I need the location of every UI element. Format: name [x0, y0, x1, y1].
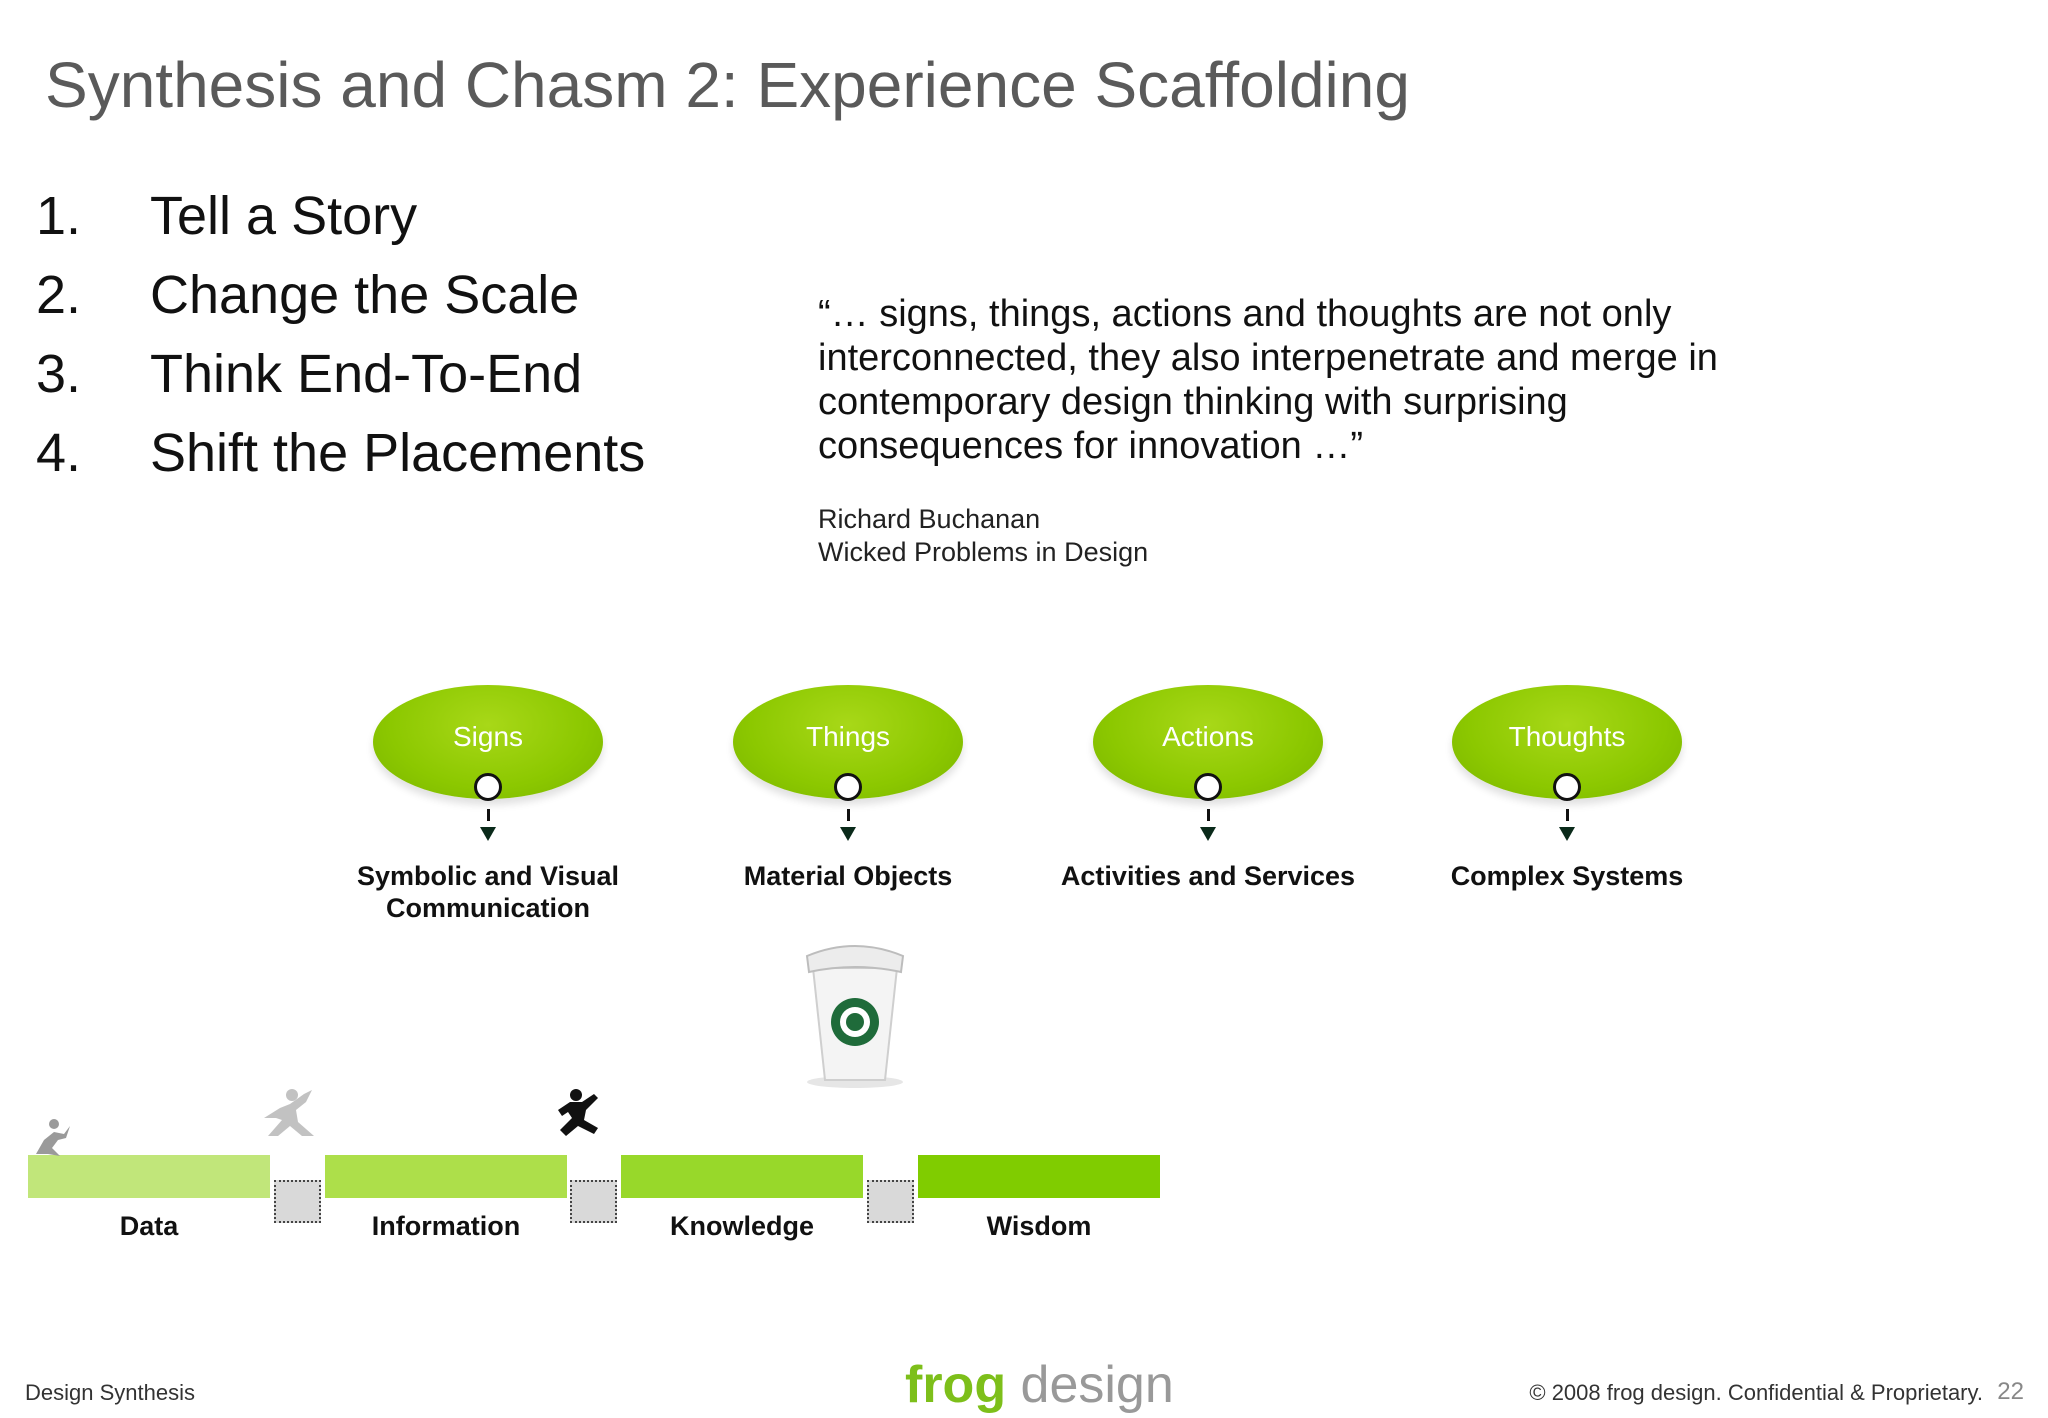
- list-text: Shift the Placements: [150, 423, 646, 483]
- stage-bar-wisdom: [918, 1155, 1160, 1198]
- arrow-down-icon: [1559, 827, 1575, 841]
- node-caption: Activities and Services: [1033, 860, 1383, 892]
- stage-label: Data: [119, 1211, 179, 1241]
- list-text: Change the Scale: [150, 265, 580, 325]
- list-text: Think End-To-End: [150, 344, 583, 404]
- connector-circle-icon: [1194, 773, 1222, 801]
- connector-circle-icon: [1553, 773, 1581, 801]
- caption-line: Activities and Services: [1060, 861, 1356, 891]
- stage-bar-data: [28, 1155, 270, 1198]
- stage-label: Knowledge: [669, 1211, 814, 1241]
- running-figure-icon: [558, 1089, 598, 1136]
- arrow-down-icon: [1200, 827, 1216, 841]
- dashed-line: [847, 809, 850, 821]
- list-item: 1. Tell a Story: [36, 185, 676, 264]
- list-number: 4.: [36, 423, 82, 483]
- connector-circle-icon: [474, 773, 502, 801]
- stage-bar-information: [325, 1155, 567, 1198]
- quote-block: “… signs, things, actions and thoughts a…: [818, 292, 1818, 468]
- chasm-box: [867, 1180, 914, 1223]
- page-title: Synthesis and Chasm 2: Experience Scaffo…: [45, 49, 1410, 121]
- connector-circle-icon: [834, 773, 862, 801]
- caption-line: Complex Systems: [1450, 861, 1684, 891]
- list-number: 1.: [36, 186, 82, 246]
- node-label: Actions: [1162, 721, 1254, 752]
- chasm-box: [570, 1180, 617, 1223]
- node-label: Thoughts: [1508, 721, 1626, 752]
- caption-line: Communication: [385, 893, 590, 923]
- logo-frog-text: frog: [905, 1356, 1007, 1414]
- copyright-text: © 2008 frog design. Confidential & Propr…: [1529, 1380, 1983, 1405]
- dashed-line: [487, 809, 490, 821]
- node-caption: Symbolic and Visual Communication: [313, 860, 663, 924]
- arrow-down-icon: [480, 827, 496, 841]
- list-item: 3. Think End-To-End: [36, 343, 676, 422]
- coffee-cup-icon: [805, 945, 905, 1088]
- stage-label: Wisdom: [986, 1211, 1092, 1241]
- caption-line: Material Objects: [743, 861, 953, 891]
- quote-line: consequences for innovation …”: [818, 425, 1363, 467]
- quote-source: Wicked Problems in Design: [818, 537, 1149, 567]
- numbered-list: 1. Tell a Story 2. Change the Scale 3. T…: [36, 185, 676, 501]
- leaping-figure-icon: [264, 1089, 314, 1136]
- quote-line: contemporary design thinking with surpri…: [818, 381, 1568, 423]
- quote-author: Richard Buchanan: [818, 504, 1041, 534]
- chasm-box: [274, 1180, 321, 1223]
- list-item: 2. Change the Scale: [36, 264, 676, 343]
- list-number: 3.: [36, 344, 82, 404]
- dashed-line: [1207, 809, 1210, 821]
- crouching-figure-icon: [36, 1119, 70, 1156]
- node-label: Signs: [452, 721, 524, 752]
- dashed-line: [1566, 809, 1569, 821]
- arrow-down-icon: [840, 827, 856, 841]
- node-label: Things: [805, 721, 891, 752]
- logo-design-text: design: [1006, 1356, 1174, 1414]
- node-caption: Material Objects: [673, 860, 1023, 892]
- list-item: 4. Shift the Placements: [36, 422, 676, 501]
- quote-line: interconnected, they also interpenetrate…: [818, 337, 1718, 379]
- stage-bar-knowledge: [621, 1155, 863, 1198]
- stage-label: Information: [371, 1211, 521, 1241]
- node-caption: Complex Systems: [1392, 860, 1742, 892]
- quote-citation: Richard Buchanan Wicked Problems in Desi…: [818, 503, 1148, 569]
- list-text: Tell a Story: [150, 186, 418, 246]
- page-number: 22: [1997, 1378, 2024, 1405]
- quote-line: “… signs, things, actions and thoughts a…: [818, 293, 1672, 335]
- footer-left-label: Design Synthesis: [25, 1380, 195, 1405]
- list-number: 2.: [36, 265, 82, 325]
- caption-line: Symbolic and Visual: [356, 861, 620, 891]
- frog-design-logo: frog design: [905, 1355, 1174, 1415]
